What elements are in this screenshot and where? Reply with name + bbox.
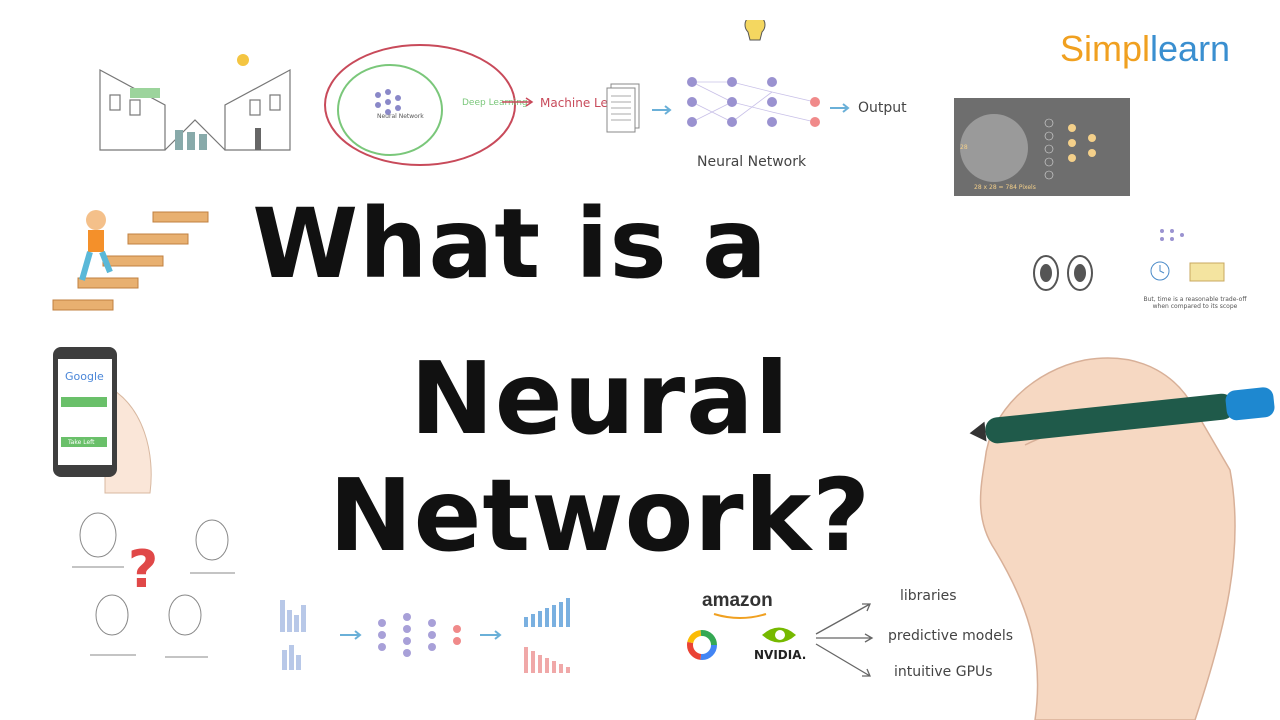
tradeoff-illustration <box>1150 229 1225 282</box>
phone-illustration <box>53 347 152 494</box>
nvidia-logo: NVIDIA. <box>754 648 807 662</box>
portraits-illustration: ? <box>72 512 235 658</box>
mnist-caption: 28 x 28 = 784 Pixels <box>974 184 1036 191</box>
neural-network-diagram <box>687 20 820 127</box>
amazon-smile-icon <box>713 613 767 619</box>
company-item-libraries: libraries <box>900 588 957 604</box>
arrow-icon <box>502 97 534 107</box>
stairs-illustration <box>52 210 209 311</box>
brand-part1: Simpl <box>1060 28 1151 69</box>
title-line2: Neural Network? <box>328 340 872 574</box>
street-illustration <box>99 54 291 151</box>
phone-google: Google <box>65 370 104 383</box>
tradeoff-text: But, time is a reasonable trade-off when… <box>1143 296 1247 310</box>
neural-network-label: Neural Network <box>697 154 807 170</box>
arrow-icon <box>830 103 850 113</box>
mnist-panel: 28 28 x 28 = 784 Pixels <box>954 98 1130 196</box>
deep-learning-label: Deep Learning <box>462 98 528 108</box>
google-g-icon <box>687 630 717 660</box>
arrow-icon <box>652 105 672 115</box>
document-icon <box>606 83 640 133</box>
amazon-logo: amazon <box>702 590 773 611</box>
eyes-icon <box>1033 255 1093 291</box>
phone-btn2: Take Left <box>68 439 95 446</box>
machine-learning-label: Machine Learn <box>540 96 628 110</box>
nvidia-eye-icon <box>762 627 796 643</box>
company-item-predictive: predictive models <box>888 628 1014 644</box>
output-label: Output <box>858 100 907 116</box>
brand-part2: learn <box>1150 28 1231 69</box>
nn-small-label: Neural Network <box>377 113 424 120</box>
charts-flow <box>280 598 570 673</box>
mnist-side: 28 <box>960 144 968 151</box>
hand-marker-illustration <box>969 357 1275 720</box>
branch-arrows <box>815 603 874 677</box>
brand-logo: Simpllearn <box>1060 28 1230 70</box>
mnist-diagram <box>960 114 1096 182</box>
ai-circle-diagram <box>324 44 516 166</box>
title-line1: What is a <box>252 188 768 300</box>
svg-text:?: ? <box>128 540 158 600</box>
company-item-gpus: intuitive GPUs <box>894 664 993 680</box>
